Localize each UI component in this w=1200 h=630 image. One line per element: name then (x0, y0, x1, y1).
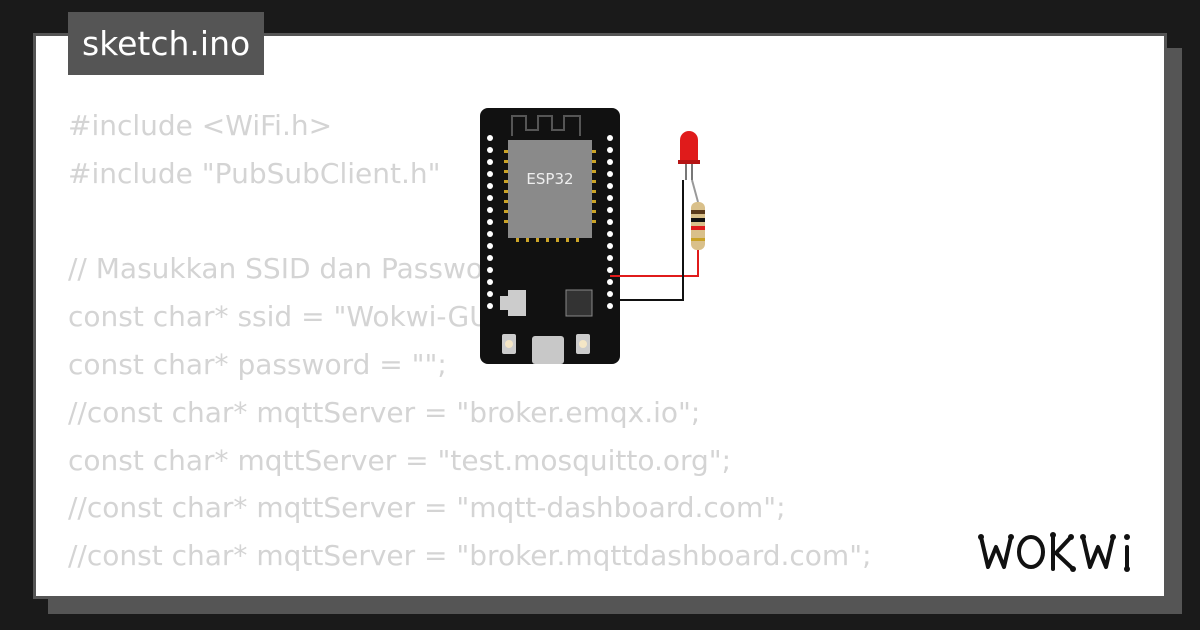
led-lead-right (691, 162, 693, 180)
left-pin-header (487, 135, 493, 309)
code-line: //const char* mqttServer = "mqtt-dashboa… (68, 491, 786, 525)
right-pin-header (607, 135, 613, 309)
red-led (680, 131, 698, 164)
usb-port (532, 336, 564, 364)
code-line: //const char* mqttServer = "broker.emqx.… (68, 395, 701, 429)
code-preview: #include <WiFi.h> #include "PubSubClient… (68, 102, 872, 580)
red-wire (610, 250, 699, 277)
code-line: #include "PubSubClient.h" (68, 156, 441, 190)
code-line: const char* mqttServer = "test.mosquitto… (68, 443, 732, 477)
resistor-band (691, 238, 705, 241)
resistor-band (691, 218, 705, 222)
voltage-regulator (508, 290, 526, 316)
led-lead-left (685, 162, 687, 180)
wokwi-logo (978, 532, 1130, 572)
chip-pads (504, 150, 596, 242)
boot-button-cap (579, 340, 587, 348)
code-line: #include <WiFi.h> (68, 109, 333, 142)
board-label: ESP32 (526, 170, 573, 188)
usb-serial-chip (565, 289, 593, 317)
resistor-lead-top (691, 179, 699, 203)
black-wire (610, 180, 684, 301)
en-button-cap (505, 340, 513, 348)
code-line: const char* password = ""; (68, 347, 447, 381)
circuit-diagram: ESP32 (480, 108, 705, 364)
resistor-band (691, 226, 705, 230)
regulator-tab (500, 296, 508, 310)
antenna-trace (511, 115, 581, 136)
esp32-chip (508, 140, 592, 238)
filename-tab[interactable]: sketch.ino (68, 12, 265, 75)
code-line: // Masukkan SSID dan Password WiFi (68, 252, 578, 286)
led-base (678, 160, 700, 164)
code-line: //const char* mqttServer = "broker.mqttd… (68, 539, 872, 573)
resistor-band (691, 210, 705, 214)
